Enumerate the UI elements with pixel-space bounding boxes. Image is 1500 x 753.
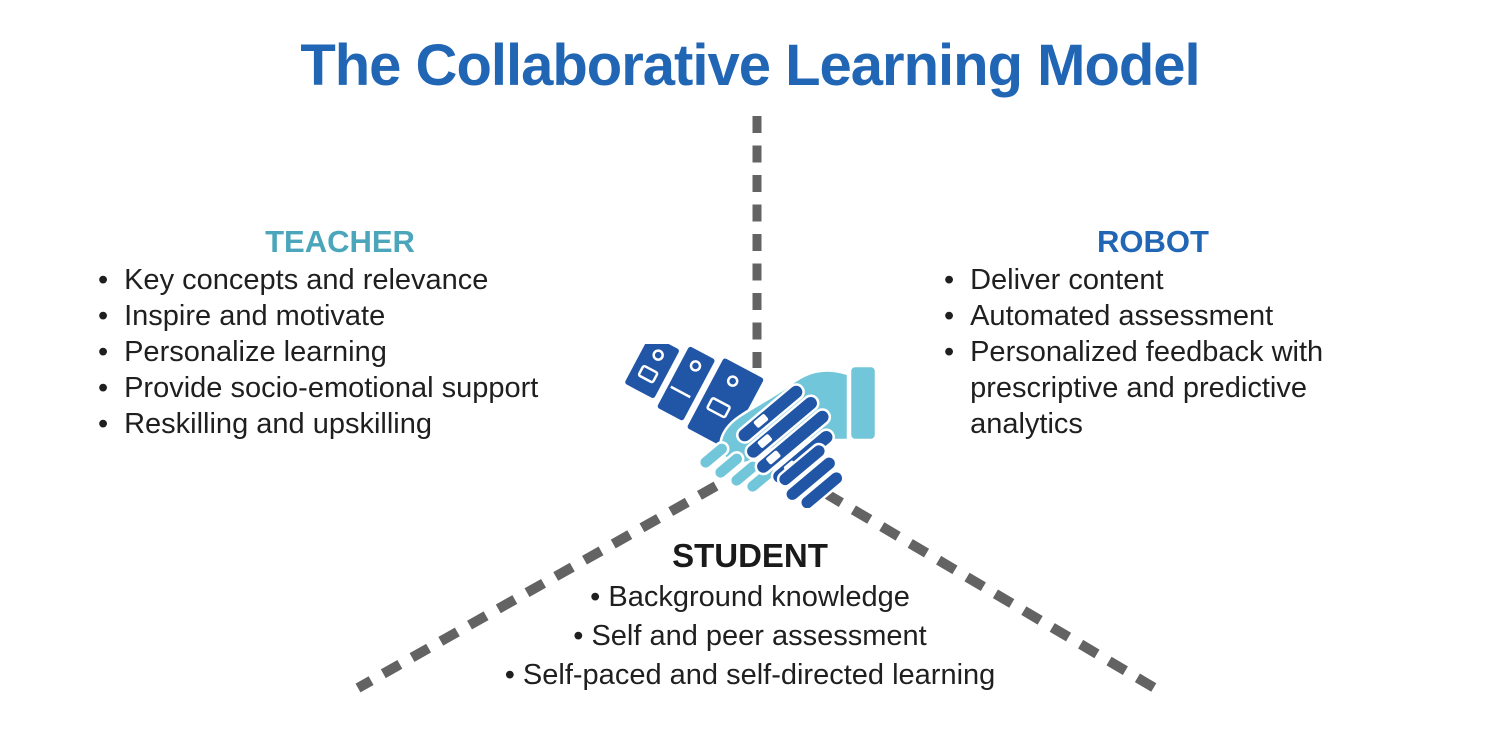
list-item: • Automated assessment [944,298,1406,334]
list-item: • Key concepts and relevance [98,262,618,298]
bullet-marker: • [98,300,109,332]
list-item-text: Automated assessment [970,300,1274,332]
page-title: The Collaborative Learning Model [300,33,1200,98]
list-item: • Personalize learning [98,334,618,370]
list-item: • Self-paced and self-directed learning [504,659,996,691]
list-item-text: Provide socio-emotional support [124,372,539,404]
bullet-marker: • [98,264,109,296]
robot-human-handshake-icon [622,344,878,508]
bullet-marker: • [98,408,109,440]
list-item: • Inspire and motivate [98,298,618,334]
list-item-text: Reskilling and upskilling [124,408,432,440]
bullet-marker: • [98,372,109,404]
list-item: • Reskilling and upskilling [98,406,618,442]
robot-list: • Deliver content • Automated assessment • Pe… [944,262,1406,442]
student-list: • Background knowledge • Self and peer as… [0,578,1500,695]
list-item-text: Personalize learning [124,336,387,368]
list-item-text: Personalized feedback with prescriptive … [970,336,1324,440]
teacher-section: TEACHER • Key concepts and relevance • Insp… [98,224,618,442]
left-dashed-connector [355,481,719,693]
teacher-heading: TEACHER [265,224,415,259]
teacher-list: • Key concepts and relevance • Inspire and … [98,262,618,442]
bullet-marker: • [944,300,955,332]
student-section: STUDENT • Background knowledge • Self and… [0,536,1500,695]
bullet-marker: • [98,336,109,368]
bullet-marker: • [944,336,955,368]
list-item-text: Inspire and motivate [124,300,386,332]
list-item-text: Key concepts and relevance [124,264,489,296]
list-item: • Provide socio-emotional support [98,370,618,406]
robot-section: ROBOT • Deliver content • Automated assessm… [944,224,1406,442]
list-item-text: Deliver content [970,264,1164,296]
list-item: • Deliver content [944,262,1406,298]
student-heading: STUDENT [672,537,828,574]
robot-heading: ROBOT [1097,224,1209,259]
list-item: • Self and peer assessment [573,620,927,652]
list-item: • Background knowledge [590,581,910,613]
bullet-marker: • [944,264,955,296]
list-item: • Personalized feedback with prescriptive… [944,334,1406,442]
